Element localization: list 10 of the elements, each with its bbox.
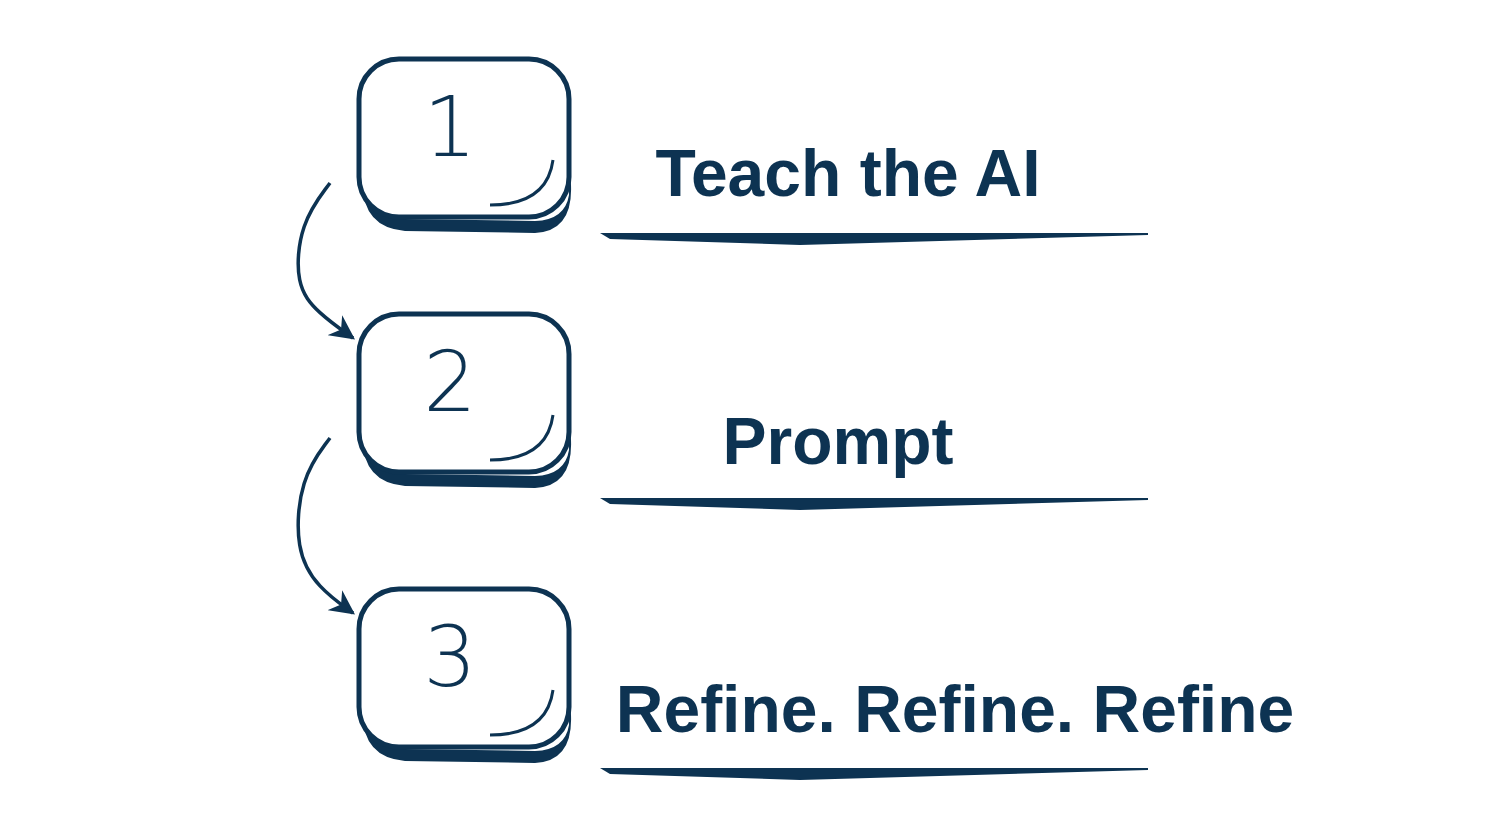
curved-arrow — [296, 436, 355, 615]
step-title: Refine. Refine. Refine — [615, 676, 1295, 742]
step-number: 1 — [422, 85, 478, 169]
step-box — [355, 585, 575, 765]
step-box — [355, 310, 575, 490]
curved-arrow — [296, 181, 355, 340]
step-number: 3 — [422, 615, 478, 699]
step-box — [355, 55, 575, 235]
step-number: 2 — [422, 340, 478, 424]
step-title: Teach the AI — [655, 140, 1041, 206]
